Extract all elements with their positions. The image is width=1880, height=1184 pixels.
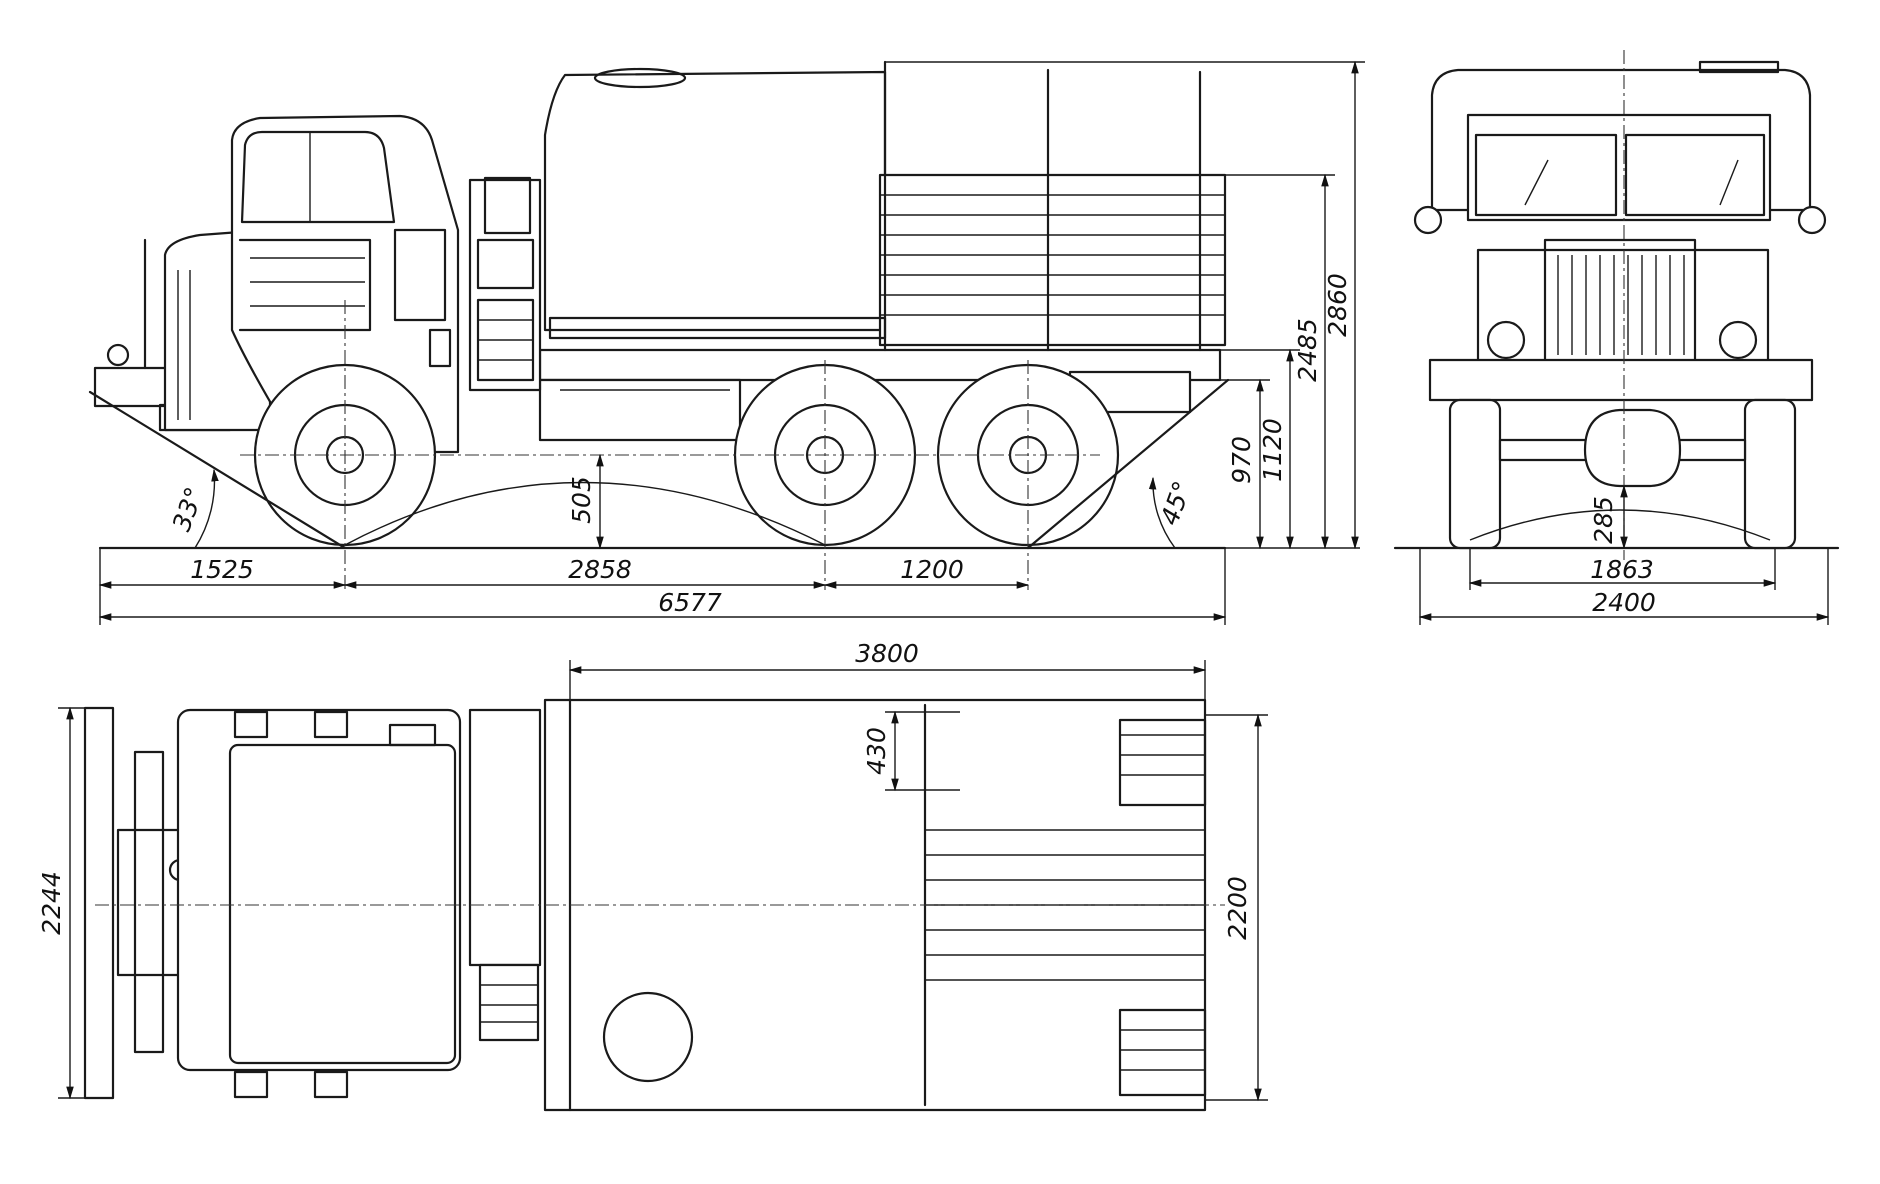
dim-front-overhang: 1525 bbox=[190, 555, 254, 584]
dim-approach-angle: 33° bbox=[167, 483, 209, 535]
top-view bbox=[83, 698, 1225, 1112]
dim-track: 1863 bbox=[1590, 555, 1654, 584]
front-view bbox=[1393, 50, 1840, 560]
water-tank bbox=[543, 70, 887, 332]
dim-overall-width: 2400 bbox=[1592, 588, 1656, 617]
spare-wheel-rack bbox=[468, 176, 542, 392]
side-view bbox=[88, 60, 1230, 590]
side-view-dimensions: 1525 2858 1200 6577 505 970 1120 2485 28… bbox=[98, 60, 1365, 625]
dim-wheelbase-front: 2858 bbox=[568, 555, 632, 584]
tank-hatch bbox=[602, 991, 694, 1083]
dim-frame-height: 970 bbox=[1227, 436, 1256, 484]
dim-body-length: 3800 bbox=[855, 639, 919, 668]
front-view-dimensions: 1863 2400 285 bbox=[1418, 484, 1830, 625]
cargo-bed bbox=[548, 60, 1227, 352]
dim-overall-length: 6577 bbox=[658, 588, 722, 617]
dim-wheelbase-rear: 1200 bbox=[900, 555, 964, 584]
dim-platform-height: 1120 bbox=[1258, 418, 1287, 482]
dim-front-width: 2244 bbox=[37, 871, 66, 935]
dim-departure-angle: 45° bbox=[1155, 477, 1197, 529]
dim-axle-clearance: 285 bbox=[1589, 496, 1618, 544]
top-view-dimensions: 3800 430 2200 2244 bbox=[37, 639, 1268, 1102]
dim-ground-clearance: 505 bbox=[567, 476, 596, 524]
dim-seat-width: 430 bbox=[862, 727, 891, 775]
dim-side-height: 2485 bbox=[1293, 318, 1322, 382]
dim-body-width: 2200 bbox=[1223, 876, 1252, 940]
cab bbox=[230, 114, 460, 454]
dim-overall-height: 2860 bbox=[1323, 273, 1352, 337]
